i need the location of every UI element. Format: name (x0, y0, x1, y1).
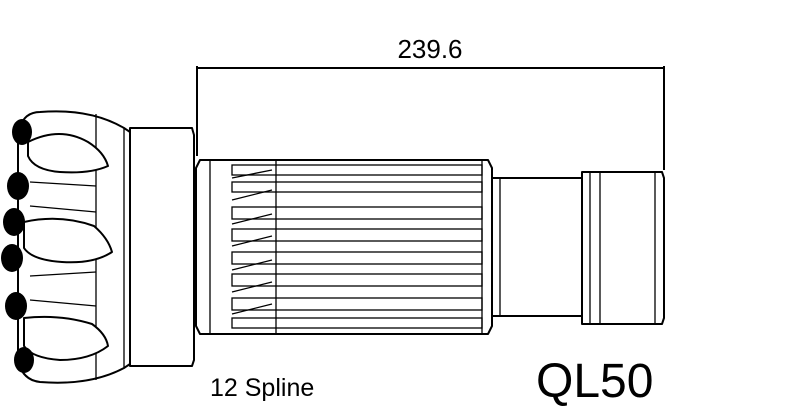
dimension-label: 239.6 (397, 34, 462, 64)
model-label: QL50 (536, 355, 653, 408)
shank (491, 171, 665, 325)
spline-grooves (231, 164, 483, 329)
dimension-line (196, 66, 665, 170)
bit-head (1, 110, 195, 384)
spline-section (195, 159, 493, 335)
spline-label: 12 Spline (210, 374, 314, 402)
